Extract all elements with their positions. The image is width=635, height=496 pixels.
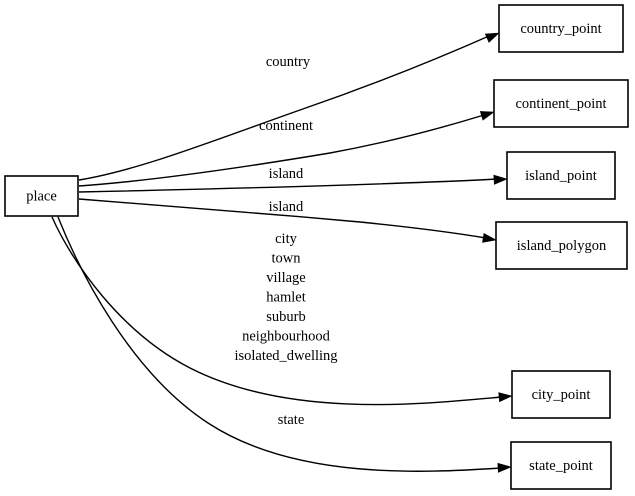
edge-place-country_point-path — [78, 35, 490, 181]
node-city_point-label: city_point — [532, 387, 591, 403]
edge-place-island_polygon-label: island — [269, 199, 304, 215]
edge-place-country_point-label: country — [266, 54, 311, 70]
edge-place-state_point-arrowhead-icon — [497, 462, 512, 473]
node-state_point[interactable]: state_point — [510, 441, 612, 490]
edge-place-country_point-label-line: country — [266, 54, 311, 70]
node-state_point-label: state_point — [529, 458, 593, 474]
node-city_point-box — [511, 370, 611, 419]
node-continent_point[interactable]: continent_point — [493, 79, 629, 128]
node-place[interactable]: place — [4, 175, 79, 217]
edge-place-continent_point-label-line: continent — [259, 118, 313, 134]
edge-place-city_point-label-line: suburb — [266, 309, 305, 325]
edge-place-city_point-label: city town village hamlet suburb neighbourhood… — [234, 231, 337, 364]
node-place-label: place — [26, 188, 57, 204]
edge-place-state_point-path — [57, 216, 502, 472]
edge-place-city_point-label-line: hamlet — [266, 290, 305, 306]
edge-place-island_polygon-label-line: island — [269, 199, 304, 215]
edge-place-island_polygon-path — [78, 198, 487, 239]
edge-place-continent_point-arrowhead-icon — [479, 111, 495, 121]
node-country_point-box — [498, 4, 624, 53]
edge-place-state_point-label-line: state — [278, 412, 305, 428]
edge-place-state_point — [57, 216, 512, 473]
node-island_point[interactable]: island_point — [506, 151, 616, 200]
node-place-box — [4, 175, 79, 217]
node-island_point-label: island_point — [525, 168, 597, 184]
edge-place-city_point-label-line: neighbourhood — [242, 329, 331, 345]
node-island_polygon-box — [495, 221, 628, 270]
node-island_point-box — [506, 151, 616, 200]
edge-place-state_point-label: state — [278, 412, 305, 428]
edge-place-continent_point-path — [78, 114, 485, 187]
edge-place-country_point — [78, 32, 500, 181]
edge-place-island_point-arrowhead-icon — [493, 174, 508, 185]
node-island_polygon-label: island_polygon — [517, 238, 607, 254]
edge-place-island_point-path — [78, 178, 498, 193]
edge-place-island_point-label-line: island — [269, 166, 304, 182]
edge-place-city_point-arrowhead-icon — [498, 392, 513, 403]
node-country_point-label: country_point — [520, 21, 601, 37]
edge-place-island_polygon-arrowhead-icon — [482, 232, 497, 243]
node-island_polygon[interactable]: island_polygon — [495, 221, 628, 270]
edge-place-island_point-label: island — [269, 166, 304, 182]
edge-place-city_point-label-line: town — [272, 251, 302, 267]
edge-labels-layer: country continent island island city town vill… — [234, 54, 337, 428]
node-continent_point-box — [493, 79, 629, 128]
edge-place-country_point-arrowhead-icon — [484, 32, 500, 43]
edge-place-continent_point — [78, 111, 495, 187]
node-city_point[interactable]: city_point — [511, 370, 611, 419]
edge-place-city_point-label-line: village — [266, 270, 305, 286]
edge-place-island_polygon — [78, 198, 497, 243]
edges-layer — [51, 32, 513, 473]
nodes-layer: place country_point continent_point island_… — [4, 4, 629, 490]
node-state_point-box — [510, 441, 612, 490]
node-country_point[interactable]: country_point — [498, 4, 624, 53]
edge-place-continent_point-label: continent — [259, 118, 313, 134]
node-continent_point-label: continent_point — [515, 96, 606, 112]
edge-place-city_point-label-line: city — [275, 231, 297, 247]
edge-place-city_point-label-line: isolated_dwelling — [234, 348, 337, 364]
edge-place-island_point — [78, 174, 508, 193]
